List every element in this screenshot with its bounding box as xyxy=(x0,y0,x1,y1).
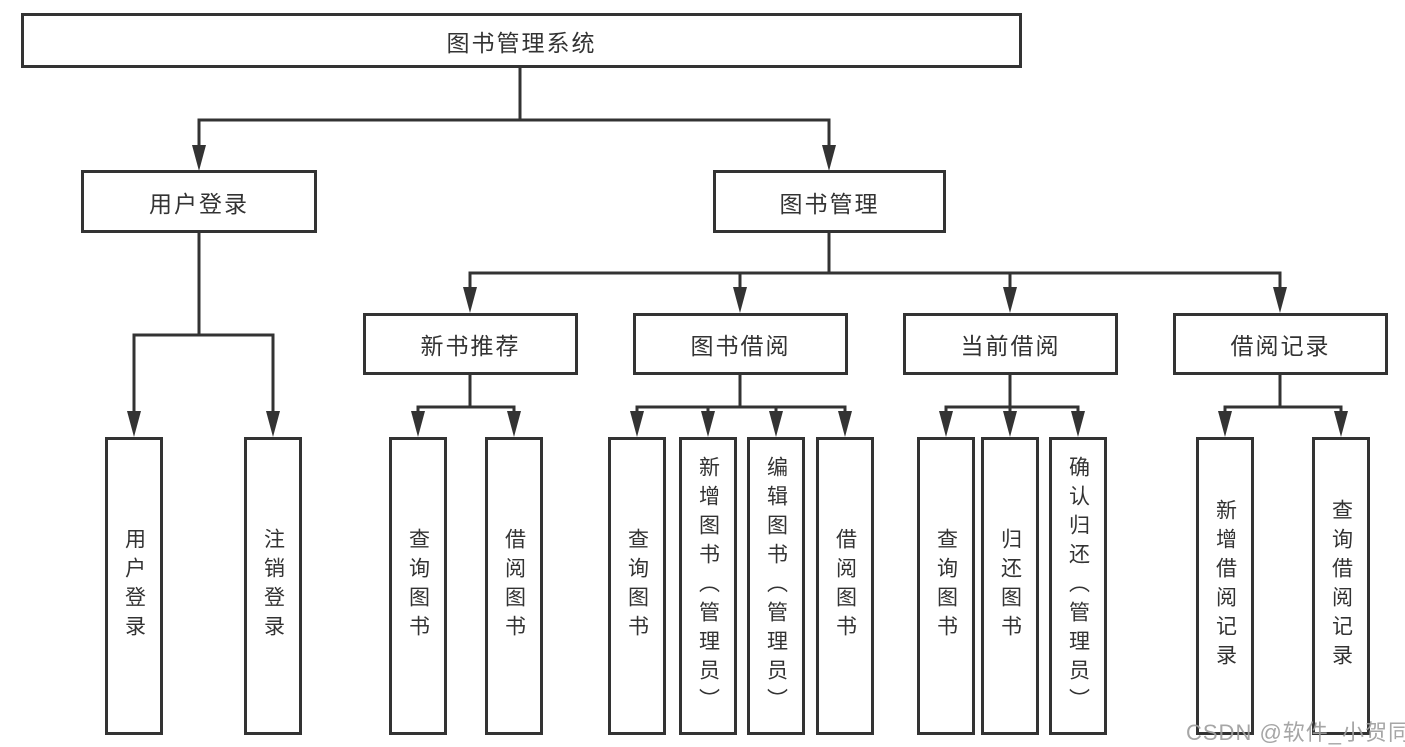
connector-root-to-level2 xyxy=(197,66,831,152)
node-label: 图书管理 xyxy=(779,190,880,217)
leaf-borrow-books-borrowing: 借阅图书 xyxy=(816,437,874,735)
node-label: 当前借阅 xyxy=(960,333,1061,359)
leaf-confirm-return-admin: 确认归还（管理员） xyxy=(1049,437,1107,735)
arrow-icon xyxy=(1334,411,1348,437)
arrow-icon xyxy=(192,145,206,171)
node-label: 新书推荐 xyxy=(420,333,521,359)
connector-book-borrow-to-leaves xyxy=(635,373,847,418)
arrow-icon xyxy=(463,287,477,313)
node-library-management-system: 图书管理系统 xyxy=(21,13,1022,68)
arrow-icon xyxy=(1218,411,1232,437)
leaf-query-books-borrowing: 查询图书 xyxy=(608,437,666,735)
node-new-book-recommendation: 新书推荐 xyxy=(363,313,578,375)
connector-borrow-records-to-leaves xyxy=(1223,373,1343,418)
node-label: 借阅记录 xyxy=(1230,333,1331,359)
node-label: 编辑图书（管理员） xyxy=(764,455,788,717)
node-label: 借阅图书 xyxy=(833,528,857,644)
node-label: 用户登录 xyxy=(122,528,146,644)
connector-user-login-to-leaves xyxy=(132,231,275,418)
arrowheads xyxy=(127,145,1348,437)
node-label: 查询图书 xyxy=(934,528,958,644)
leaf-borrow-books-recommend: 借阅图书 xyxy=(485,437,543,735)
arrow-icon xyxy=(822,145,836,171)
arrow-icon xyxy=(507,411,521,437)
node-label: 用户登录 xyxy=(149,190,249,217)
node-user-login: 用户登录 xyxy=(81,170,317,233)
leaf-return-book: 归还图书 xyxy=(981,437,1039,735)
node-book-borrowing: 图书借阅 xyxy=(633,313,848,375)
node-label: 图书管理系统 xyxy=(446,29,597,56)
arrow-icon xyxy=(1003,287,1017,313)
arrow-icon xyxy=(838,411,852,437)
connector-current-borrow-to-leaves xyxy=(944,373,1080,418)
arrow-icon xyxy=(1273,287,1287,313)
arrow-icon xyxy=(701,411,715,437)
node-label: 图书借阅 xyxy=(690,333,791,359)
arrow-icon xyxy=(1071,411,1085,437)
node-borrowing-records: 借阅记录 xyxy=(1173,313,1388,375)
arrow-icon xyxy=(630,411,644,437)
node-label: 注销登录 xyxy=(261,528,285,644)
node-label: 查询图书 xyxy=(625,528,649,644)
arrow-icon xyxy=(733,287,747,313)
leaf-query-books-recommend: 查询图书 xyxy=(389,437,447,735)
arrow-icon xyxy=(127,411,141,437)
arrow-icon xyxy=(769,411,783,437)
connector-new-book-to-leaves xyxy=(416,373,516,418)
node-label: 归还图书 xyxy=(998,528,1022,644)
leaf-logout: 注销登录 xyxy=(244,437,302,735)
node-label: 确认归还（管理员） xyxy=(1066,455,1090,717)
watermark-csdn: CSDN @软件_小贺同学 xyxy=(1186,720,1405,745)
node-label: 查询图书 xyxy=(406,528,430,644)
leaf-query-borrow-record: 查询借阅记录 xyxy=(1312,437,1370,735)
leaf-query-books-current: 查询图书 xyxy=(917,437,975,735)
node-label: 新增借阅记录 xyxy=(1213,499,1237,673)
node-current-borrowing: 当前借阅 xyxy=(903,313,1118,375)
node-label: 借阅图书 xyxy=(502,528,526,644)
node-label: 查询借阅记录 xyxy=(1329,499,1353,673)
leaf-edit-book-admin: 编辑图书（管理员） xyxy=(747,437,805,735)
leaf-user-login: 用户登录 xyxy=(105,437,163,735)
node-label: 新增图书（管理员） xyxy=(696,455,720,717)
arrow-icon xyxy=(1003,411,1017,437)
connector-book-management-to-level3 xyxy=(468,231,1282,294)
leaf-add-borrow-record: 新增借阅记录 xyxy=(1196,437,1254,735)
arrow-icon xyxy=(411,411,425,437)
leaf-add-book-admin: 新增图书（管理员） xyxy=(679,437,737,735)
node-book-management: 图书管理 xyxy=(713,170,946,233)
arrow-icon xyxy=(939,411,953,437)
arrow-icon xyxy=(266,411,280,437)
